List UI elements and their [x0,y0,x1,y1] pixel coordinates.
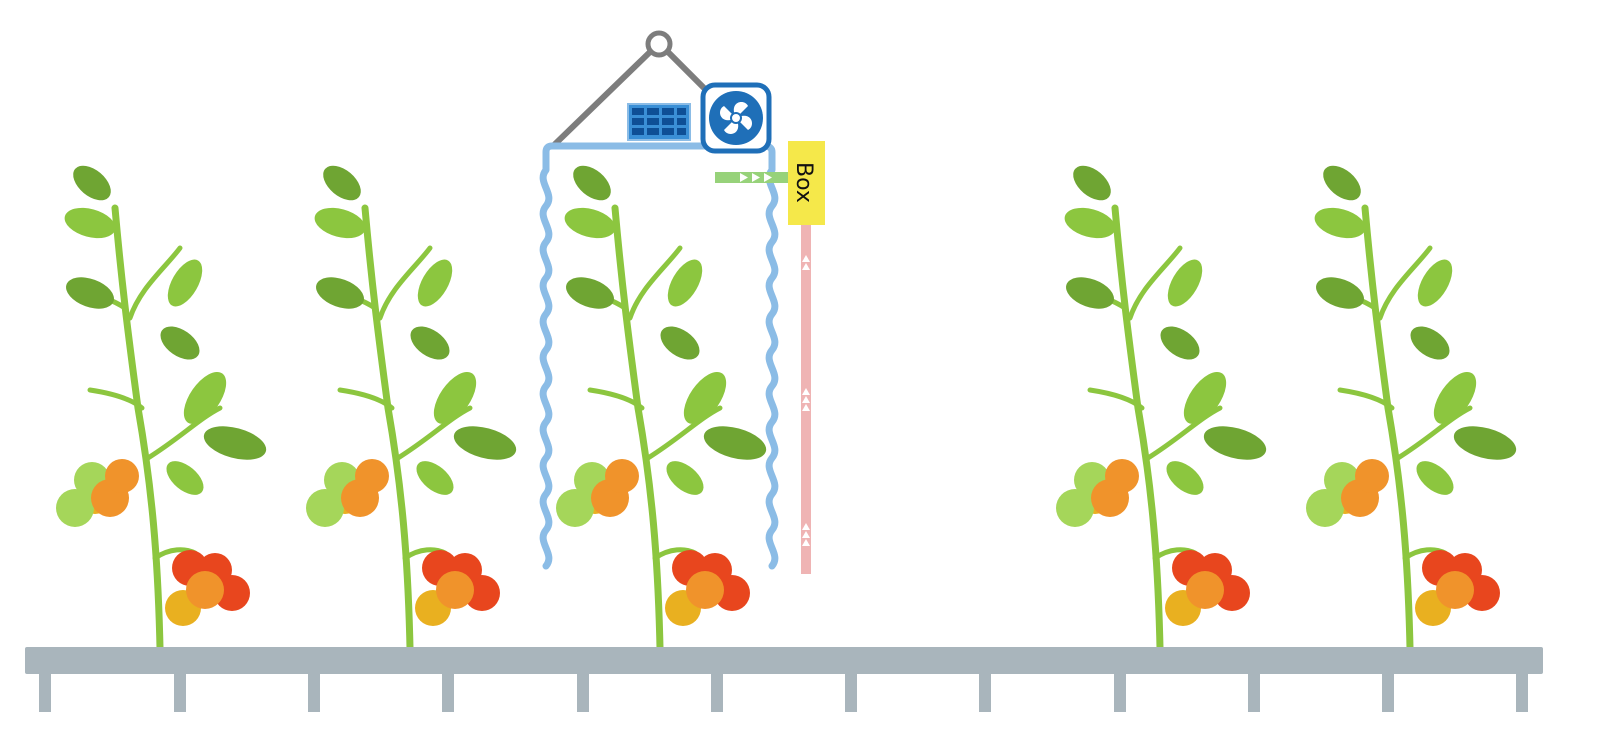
tomato-plant-icon [556,159,770,648]
left-wavy-tube [543,170,549,566]
tomato-plant-icon [56,159,270,648]
top-tube [542,142,776,170]
pink-flow-pipe [801,224,811,574]
tomato-plant-icon [1056,159,1270,648]
solar-panel-icon [627,103,691,141]
sensor-box-icon: Box [788,141,825,225]
right-wavy-tube [769,170,775,566]
box-label: Box [791,162,816,203]
greenhouse-bench [25,647,1543,712]
tomato-plant-icon [306,159,520,648]
green-flow-pipe [715,172,789,183]
fan-icon [700,82,772,154]
tomato-plant-icon [1306,159,1520,648]
